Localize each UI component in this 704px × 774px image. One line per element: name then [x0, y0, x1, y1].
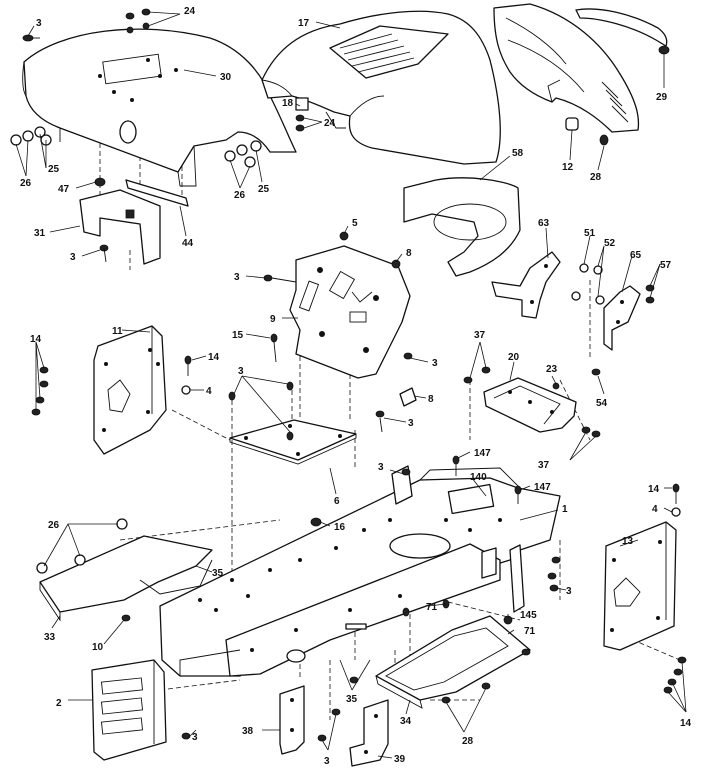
callout-14: 14 — [30, 334, 42, 345]
callout-39: 39 — [394, 754, 406, 765]
callout-24: 24 — [184, 6, 196, 17]
hood — [261, 10, 501, 165]
front-bumper-plate — [91, 659, 191, 761]
callout-14: 14 — [648, 484, 660, 495]
callout-16: 16 — [334, 522, 346, 533]
callout-6: 6 — [334, 496, 340, 507]
callout-3: 3 — [238, 366, 244, 377]
callout-47: 47 — [58, 184, 70, 195]
callout-35: 35 — [346, 694, 358, 705]
heat-shield — [263, 231, 413, 379]
callout-24: 24 — [324, 118, 336, 129]
dash-cover-panel — [22, 28, 297, 187]
callout-37: 37 — [538, 460, 550, 471]
callout-14: 14 — [208, 352, 220, 363]
callout-3: 3 — [566, 586, 572, 597]
callout-63: 63 — [538, 218, 550, 229]
callout-147: 147 — [534, 482, 551, 493]
callout-26: 26 — [234, 190, 246, 201]
floor-plate — [228, 381, 417, 527]
callout-34: 34 — [400, 716, 412, 727]
callout-1: 1 — [562, 504, 568, 515]
right-side-plate — [603, 483, 687, 694]
callout-52: 52 — [604, 238, 616, 249]
fan-shroud — [403, 177, 521, 277]
callout-37: 37 — [474, 330, 486, 341]
pedal-bracket — [491, 251, 655, 376]
callout-25: 25 — [48, 164, 60, 175]
callout-18: 18 — [282, 98, 294, 109]
callout-9: 9 — [270, 314, 276, 325]
dash-bracket — [79, 177, 189, 265]
rear-bracket-right — [349, 676, 389, 767]
callout-35: 35 — [212, 568, 224, 579]
callout-51: 51 — [584, 228, 596, 239]
callout-4: 4 — [206, 386, 212, 397]
callout-71: 71 — [524, 626, 536, 637]
callout-labels: 3 24 30 25 26 47 31 44 3 17 18 24 26 25 … — [20, 6, 692, 767]
callout-13: 13 — [622, 536, 634, 547]
callout-4: 4 — [652, 504, 658, 515]
callout-30: 30 — [220, 72, 232, 83]
callout-8: 8 — [428, 394, 434, 405]
callout-11: 11 — [112, 326, 123, 337]
callout-12: 12 — [562, 162, 574, 173]
callout-65: 65 — [630, 250, 642, 261]
callout-10: 10 — [92, 642, 104, 653]
right-footrest — [375, 615, 531, 709]
callout-38: 38 — [242, 726, 254, 737]
callout-58: 58 — [512, 148, 524, 159]
callout-147: 147 — [474, 448, 491, 459]
callout-8: 8 — [406, 248, 412, 259]
callout-14: 14 — [680, 718, 692, 729]
callout-3: 3 — [70, 252, 76, 263]
grille-panel — [493, 3, 670, 146]
rear-bracket-left — [279, 685, 341, 755]
callout-3: 3 — [234, 272, 240, 283]
callout-26: 26 — [20, 178, 32, 189]
callout-28: 28 — [462, 736, 474, 747]
support-bracket — [463, 366, 601, 438]
callout-15: 15 — [232, 330, 244, 341]
callout-3: 3 — [408, 418, 414, 429]
callout-28: 28 — [590, 172, 602, 183]
callout-17: 17 — [298, 18, 310, 29]
callout-3: 3 — [378, 462, 384, 473]
callout-140: 140 — [470, 472, 487, 483]
leader-lines — [15, 11, 687, 759]
callout-145: 145 — [520, 610, 537, 621]
callout-23: 23 — [546, 364, 558, 375]
callout-71: 71 — [426, 602, 438, 613]
callout-26: 26 — [48, 520, 60, 531]
callout-57: 57 — [660, 260, 672, 271]
main-frame — [159, 455, 561, 677]
callout-33: 33 — [44, 632, 56, 643]
callout-3: 3 — [36, 18, 42, 29]
callout-44: 44 — [182, 238, 194, 249]
callout-3: 3 — [192, 732, 198, 743]
callout-29: 29 — [656, 92, 668, 103]
callout-31: 31 — [34, 228, 46, 239]
callout-20: 20 — [508, 352, 520, 363]
callout-5: 5 — [352, 218, 358, 229]
callout-2: 2 — [56, 698, 62, 709]
callout-3: 3 — [432, 358, 438, 369]
callout-25: 25 — [258, 184, 270, 195]
left-side-plate — [31, 325, 192, 455]
callout-3: 3 — [324, 756, 330, 767]
callout-54: 54 — [596, 398, 608, 409]
